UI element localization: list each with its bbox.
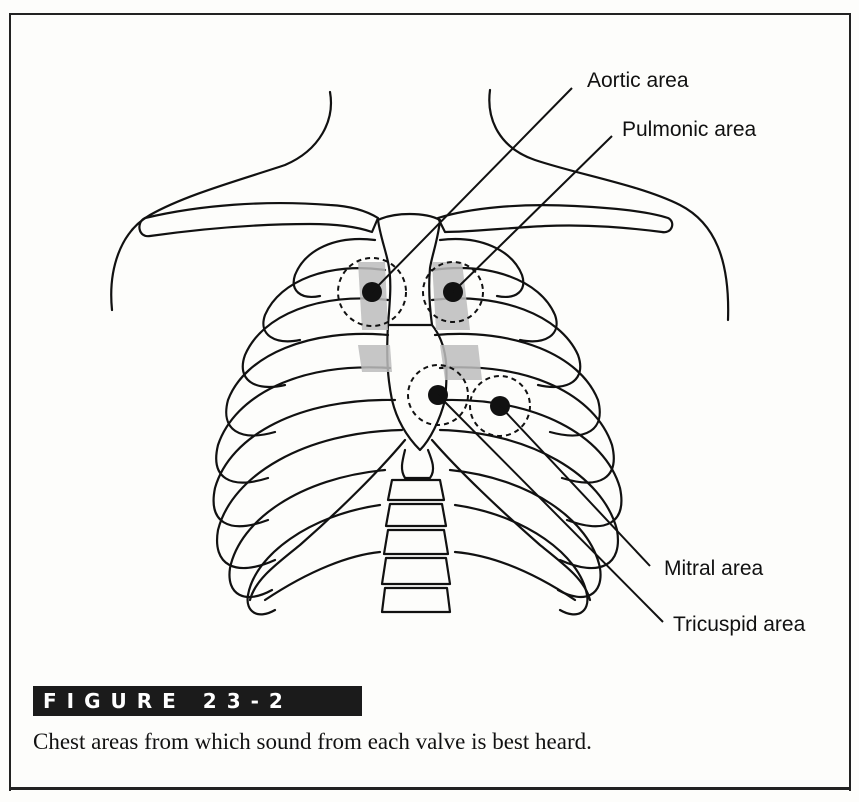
mitral-leader-line [500,406,650,566]
manubrium [378,214,440,325]
right-rib-5 [440,367,614,482]
xiphoid-process [402,450,433,478]
neck-left-outline [111,92,331,310]
spine-vertebra-3 [384,530,448,554]
pulmonic-area-label: Pulmonic area [622,118,757,141]
left-clavicle [139,203,378,236]
left-rib-5 [216,367,390,482]
aortic-area-label: Aortic area [587,69,689,92]
figure-caption: Chest areas from which sound from each v… [33,729,833,755]
spine-vertebra-4 [382,558,450,584]
spine-vertebra-5 [382,588,450,612]
spine-vertebra-1 [388,480,444,500]
spine-vertebra-2 [386,504,446,526]
figure-number-badge: FIGURE 23-2 [33,686,362,716]
left-rib-7 [217,430,402,568]
mitral-area-label: Mitral area [664,557,764,580]
left-cartilage-shading-lower [358,345,392,372]
right-rib-9 [455,505,587,614]
right-clavicle [438,205,672,232]
aortic-leader-line [372,88,572,292]
right-rib-7 [440,430,618,568]
tricuspid-area-label: Tricuspid area [673,613,806,636]
